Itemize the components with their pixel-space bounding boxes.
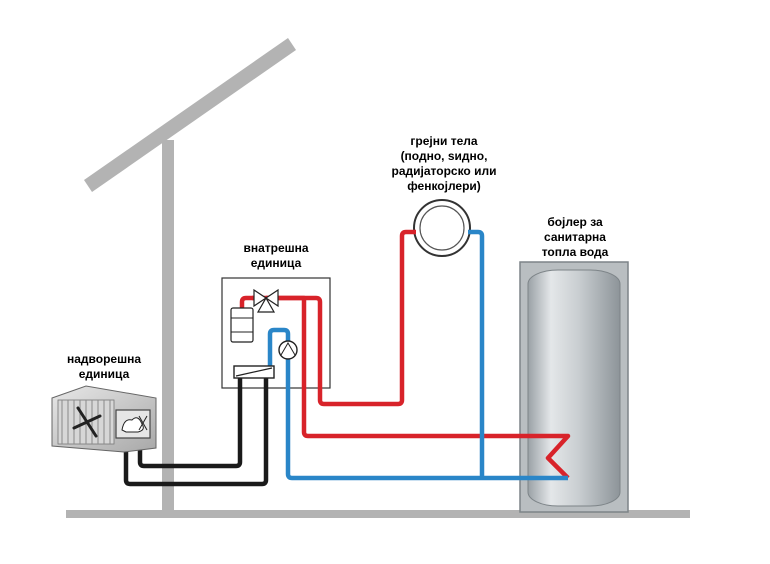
outdoor-unit-label: надворешна единица xyxy=(56,352,152,382)
radiator-ring-icon xyxy=(413,199,471,257)
house-structure xyxy=(66,38,690,518)
heating-bodies-label-line-1: грејни тела xyxy=(410,134,478,148)
boiler-label: бојлер за санитарна топла вода xyxy=(530,215,620,260)
boiler-tank-icon xyxy=(519,261,629,513)
return-pipe-from-heater xyxy=(468,229,485,478)
supply-pipe-drop xyxy=(239,295,256,336)
heating-bodies-label: грејни тела (подно, ѕидно, радијаторско … xyxy=(384,134,504,194)
return-pipe-main xyxy=(267,327,568,481)
supply-pipe-to-boiler xyxy=(266,295,571,480)
circulation-pump-icon xyxy=(278,340,298,360)
house-wall xyxy=(162,140,174,512)
outdoor-unit-label-line-2: единица xyxy=(78,367,130,381)
boiler-label-line-1: бојлер за xyxy=(547,215,603,229)
refrigerant-pipe-2 xyxy=(123,376,269,487)
ground-line xyxy=(66,510,690,518)
heating-bodies-label-line-2: (подно, ѕидно, xyxy=(400,149,488,163)
indoor-unit-label-line-2: единица xyxy=(250,256,302,270)
indoor-unit-label-line-1: внатрешна xyxy=(243,241,309,255)
refrigerant-pipes xyxy=(123,376,269,487)
three-way-valve-icon xyxy=(253,288,279,313)
roof-line xyxy=(84,38,296,192)
boiler-label-line-2: санитарна xyxy=(544,230,606,244)
heating-bodies-label-line-3: радијаторско или xyxy=(391,164,497,178)
heating-bodies-label-line-4: фенкојлери) xyxy=(407,179,481,193)
boiler-label-line-3: топла вода xyxy=(541,245,609,259)
outdoor-unit-label-line-1: надворешна xyxy=(66,352,141,366)
plate-heat-exchanger-icon xyxy=(233,365,275,379)
buffer-cylinder-icon xyxy=(230,307,254,343)
supply-pipes xyxy=(239,229,571,480)
fan-unit-icon xyxy=(51,385,157,453)
indoor-unit-label: внатрешна единица xyxy=(228,241,324,271)
refrigerant-pipe-1 xyxy=(137,376,243,469)
supply-pipe-to-heater xyxy=(252,229,416,407)
